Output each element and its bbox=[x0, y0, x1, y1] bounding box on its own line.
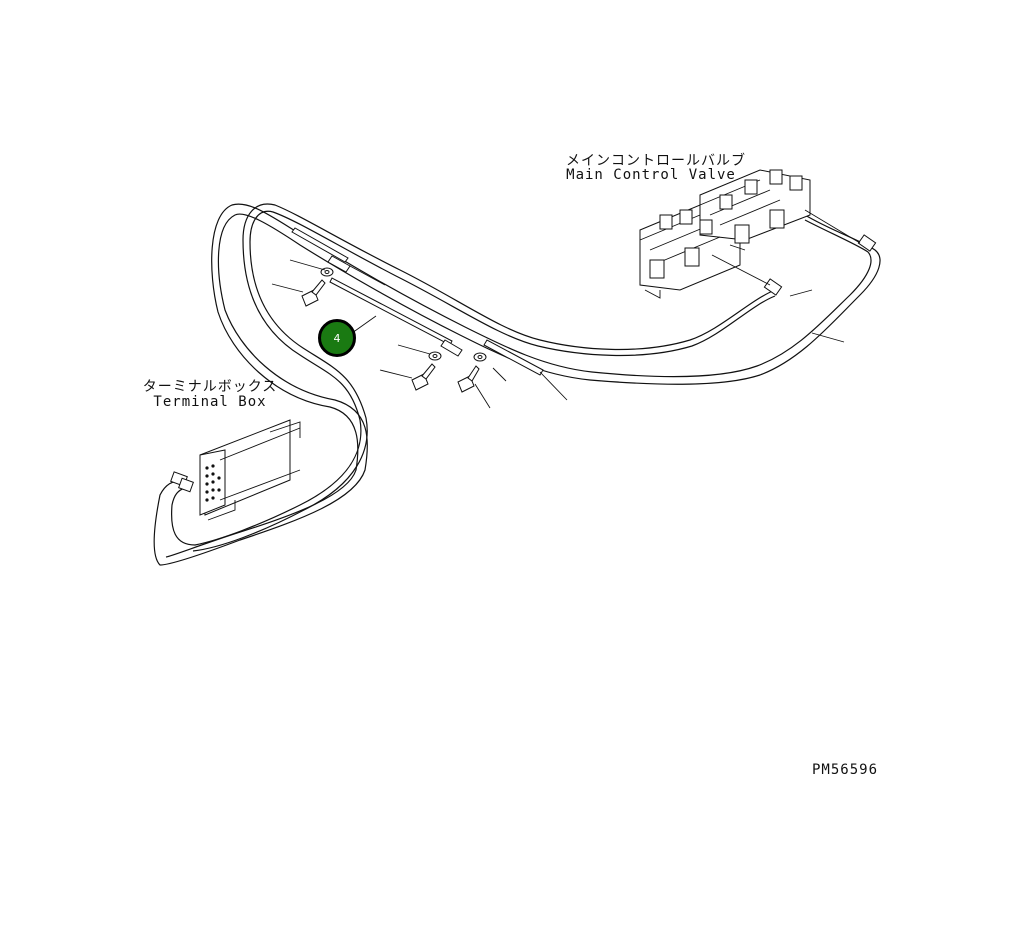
drawing-number: PM56596 bbox=[812, 762, 879, 778]
terminal-box-label-en: Terminal Box bbox=[153, 394, 267, 410]
main-control-valve-label-jp: メインコントロールバルブ bbox=[566, 153, 746, 169]
callout-4[interactable]: 4 bbox=[318, 319, 356, 357]
bracket-rod bbox=[329, 277, 463, 357]
leader-lines bbox=[271, 259, 845, 409]
inner-hose bbox=[170, 203, 776, 552]
valve-fitting-right bbox=[857, 234, 877, 252]
bolt-2 bbox=[411, 363, 436, 391]
main-control-valve bbox=[639, 169, 861, 299]
washer-2 bbox=[428, 351, 442, 361]
terminal-block bbox=[205, 464, 221, 502]
bolt-1 bbox=[301, 279, 326, 307]
washer-3 bbox=[473, 352, 487, 362]
terminal-box-label-jp: ターミナルボックス bbox=[142, 379, 278, 395]
clamp-plate-lower bbox=[483, 339, 568, 401]
valve-fitting-left bbox=[763, 278, 783, 296]
terminal-fitting bbox=[170, 471, 194, 493]
bolt-3 bbox=[457, 365, 480, 393]
terminal-box bbox=[199, 419, 301, 521]
main-control-valve-label-en: Main Control Valve bbox=[566, 167, 736, 183]
clamp-plate-upper bbox=[291, 227, 386, 286]
